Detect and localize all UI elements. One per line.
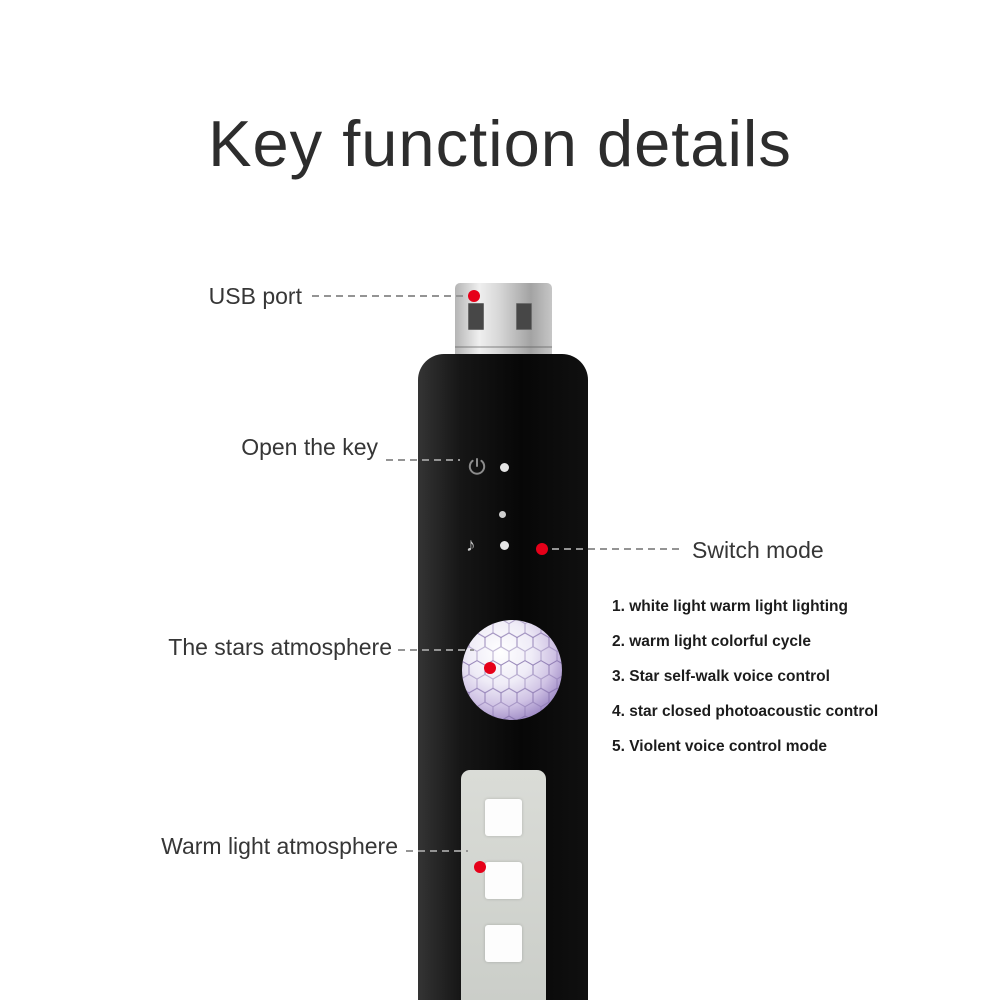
mode-list-item: 2. warm light colorful cycle (612, 633, 811, 650)
label-switch-mode: Switch mode (692, 537, 824, 563)
leader-line-warm-light (406, 850, 468, 852)
mode-list-item: 1. white light warm light lighting (612, 598, 848, 615)
indicator-dot (500, 541, 509, 550)
mode-list-item: 4. star closed photoacoustic control (612, 703, 879, 720)
pointer-dot-warm-light (474, 861, 486, 873)
pointer-dot-usb-port (468, 290, 480, 302)
mode-list-item: 5. Violent voice control mode (612, 738, 828, 755)
label-warm-light: Warm light atmosphere (161, 833, 398, 859)
leader-line-stars (398, 649, 474, 651)
led-panel (461, 770, 546, 1000)
leader-line-usb-port (312, 295, 464, 297)
label-stars-atmosphere: The stars atmosphere (168, 634, 392, 660)
leader-line-switch-mode (552, 548, 684, 550)
led-square (485, 862, 522, 899)
label-open-key: Open the key (241, 434, 378, 460)
mode-list-item: 3. Star self-walk voice control (612, 668, 830, 685)
disco-ball (462, 620, 562, 720)
power-icon (468, 458, 486, 475)
usb-pin-hole (516, 303, 532, 330)
page-title: Key function details (208, 107, 792, 180)
usb-pin-hole (468, 303, 484, 330)
led-square (485, 799, 522, 836)
pointer-dot-switch-mode (536, 543, 548, 555)
indicator-dot (500, 463, 509, 472)
led-square (485, 925, 522, 962)
pointer-dot-stars (484, 662, 496, 674)
leader-line-open-key (386, 459, 460, 461)
label-usb-port: USB port (208, 283, 302, 309)
music-note-icon: ♪ (466, 535, 476, 556)
indicator-dot (499, 511, 506, 518)
mode-list: 1. white light warm light lighting 2. wa… (612, 589, 878, 764)
